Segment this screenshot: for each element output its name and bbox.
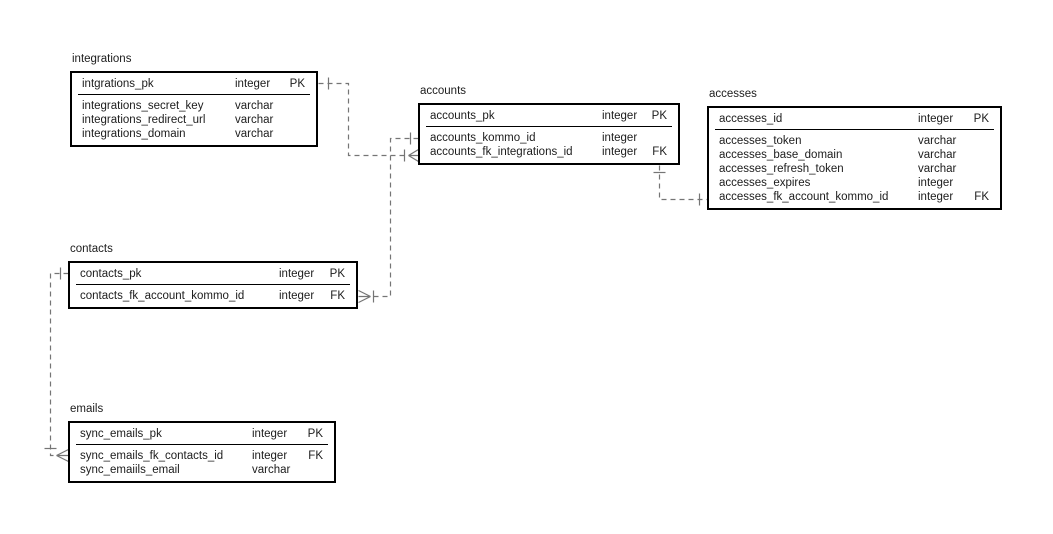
column-key: PK [329, 267, 345, 280]
entity-title: accounts [420, 85, 467, 97]
column-key: PK [289, 77, 305, 90]
row-accesses_refresh_token[interactable]: accesses_refresh_token varchar [709, 162, 1000, 176]
column-name: accounts_fk_integrations_id [430, 146, 573, 158]
relationship-line [658, 165, 708, 201]
column-type: varchar [918, 135, 957, 147]
column-type: varchar [918, 149, 957, 161]
cardinality-marker [56, 448, 69, 463]
row-accesses_id[interactable]: accesses_id integer PK [709, 108, 1000, 129]
relationship-line [370, 137, 419, 298]
column-type: integer [918, 191, 954, 203]
column-type: varchar [918, 163, 957, 175]
header-separator [76, 284, 350, 285]
column-key: FK [974, 191, 989, 203]
row-intgrations_pk[interactable]: intgrations_pk integer PK [72, 73, 316, 94]
column-name: sync_emaiils_email [80, 464, 180, 476]
column-name: accounts_pk [430, 109, 495, 122]
column-key: FK [330, 290, 345, 302]
row-accesses_fk_account_kommo_id[interactable]: accesses_fk_account_kommo_id integer FK [709, 190, 1000, 204]
column-key: PK [651, 109, 667, 122]
relationship-accounts.accounts_kommo_id-to-accesses.accesses_fk_account_kommo_id[interactable] [653, 165, 708, 206]
column-type: varchar [235, 114, 274, 126]
relationship-contacts.contacts_pk-to-emails.sync_emails_fk_contacts_id[interactable] [44, 267, 69, 463]
column-type: integer [918, 177, 954, 189]
relationship-line [318, 82, 409, 157]
header-separator [76, 444, 328, 445]
column-type: integer [602, 109, 638, 122]
row-accesses_token[interactable]: accesses_token varchar [709, 134, 1000, 148]
cardinality-marker [358, 289, 371, 304]
column-name: accesses_token [719, 135, 802, 147]
relationship-line [49, 272, 69, 457]
column-type: integer [235, 77, 271, 90]
column-name: contacts_fk_account_kommo_id [80, 290, 245, 302]
header-separator [426, 126, 672, 127]
header-separator [78, 94, 310, 95]
column-name: sync_emails_fk_contacts_id [80, 450, 224, 462]
column-name: intgrations_pk [82, 77, 154, 90]
column-name: integrations_secret_key [82, 100, 204, 112]
row-accounts_fk_integrations_id[interactable]: accounts_fk_integrations_id integer FK [420, 145, 678, 159]
column-type: varchar [235, 128, 274, 140]
row-integrations_domain[interactable]: integrations_domain varchar [72, 127, 316, 141]
cardinality-marker [408, 148, 419, 163]
column-key: PK [307, 427, 323, 440]
row-accounts_pk[interactable]: accounts_pk integer PK [420, 105, 678, 126]
row-integrations_secret_key[interactable]: integrations_secret_key varchar [72, 99, 316, 113]
row-accesses_expires[interactable]: accesses_expires integer [709, 176, 1000, 190]
entity-title: emails [70, 403, 104, 415]
column-type: integer [279, 290, 315, 302]
column-type: integer [602, 146, 638, 158]
column-type: varchar [252, 464, 291, 476]
column-key: FK [308, 450, 323, 462]
column-name: accesses_expires [719, 177, 811, 189]
column-name: accesses_fk_account_kommo_id [719, 191, 889, 203]
header-separator [715, 129, 994, 130]
relationship-integrations.intgrations_pk-to-accounts.accounts_fk_integrations_id[interactable] [318, 77, 419, 163]
entity-title: accesses [709, 88, 757, 100]
entity-title: integrations [72, 53, 132, 65]
row-sync_emails_fk_contacts_id[interactable]: sync_emails_fk_contacts_id integer FK [70, 449, 334, 463]
column-name: accesses_id [719, 112, 783, 125]
row-contacts_fk_account_kommo_id[interactable]: contacts_fk_account_kommo_id integer FK [70, 289, 356, 303]
column-key: FK [652, 146, 667, 158]
column-type: integer [918, 112, 954, 125]
column-key: PK [973, 112, 989, 125]
column-name: accesses_base_domain [719, 149, 843, 161]
entity-integrations[interactable]: integrations intgrations_pk integer PK integ… [70, 53, 318, 147]
column-type: integer [279, 267, 315, 280]
relationship-accounts.accounts_kommo_id-to-contacts.contacts_fk_account_kommo_id[interactable] [358, 132, 419, 304]
entity-title: contacts [70, 243, 113, 255]
row-sync_emaiils_email[interactable]: sync_emaiils_email varchar [70, 463, 334, 477]
column-name: accesses_refresh_token [719, 163, 844, 175]
column-type: varchar [235, 100, 274, 112]
column-type: integer [252, 450, 288, 462]
column-name: accounts_kommo_id [430, 132, 536, 144]
entity-box: intgrations_pk integer PK integrations_secr… [70, 71, 318, 147]
row-contacts_pk[interactable]: contacts_pk integer PK [70, 263, 356, 284]
row-accesses_base_domain[interactable]: accesses_base_domain varchar [709, 148, 1000, 162]
row-accounts_kommo_id[interactable]: accounts_kommo_id integer [420, 131, 678, 145]
column-type: integer [252, 427, 288, 440]
column-name: sync_emails_pk [80, 427, 162, 440]
column-name: integrations_domain [82, 128, 186, 140]
column-type: integer [602, 132, 638, 144]
column-name: integrations_redirect_url [82, 114, 206, 126]
column-name: contacts_pk [80, 267, 142, 280]
row-integrations_redirect_url[interactable]: integrations_redirect_url varchar [72, 113, 316, 127]
row-sync_emails_pk[interactable]: sync_emails_pk integer PK [70, 423, 334, 444]
